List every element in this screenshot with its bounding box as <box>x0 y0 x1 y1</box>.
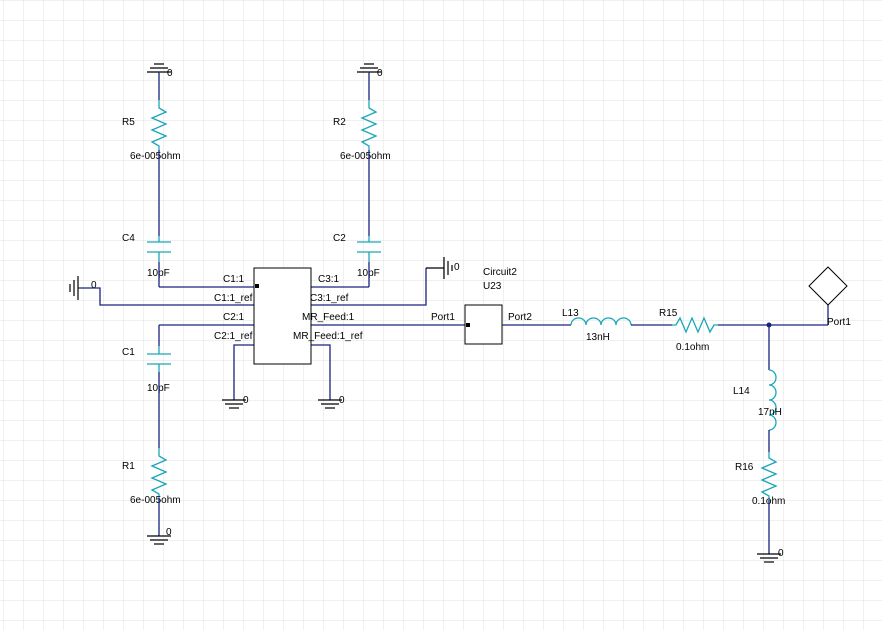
resistor-r5[interactable] <box>150 100 168 150</box>
r5-value: 6e-005ohm <box>130 151 181 162</box>
pin-c1-1: C1:1 <box>223 274 245 285</box>
port1-label: Port1 <box>827 317 851 328</box>
resistor-r15[interactable] <box>672 316 718 334</box>
pin-mr-feed-1: MR_Feed:1 <box>302 312 355 323</box>
circuit2-block[interactable] <box>464 304 503 345</box>
circuit2-ref: U23 <box>483 281 502 292</box>
c2-name: C2 <box>333 233 346 244</box>
pin-c2-1: C2:1 <box>223 312 245 323</box>
circuit2-name: Circuit2 <box>483 267 517 278</box>
circuit2-port-out: Port2 <box>508 312 532 323</box>
l14-name: L14 <box>733 386 750 397</box>
pin-c3-1: C3:1 <box>318 274 340 285</box>
r5-name: R5 <box>122 117 135 128</box>
r2-name: R2 <box>333 117 346 128</box>
r15-name: R15 <box>659 308 678 319</box>
capacitor-c2[interactable] <box>357 236 381 262</box>
c1-name: C1 <box>122 347 135 358</box>
ground-r1-label: 0 <box>166 527 172 538</box>
ground-top-right-label: 0 <box>454 262 460 273</box>
inductor-l14[interactable] <box>768 369 777 431</box>
resistor-r1[interactable] <box>150 448 168 498</box>
c4-name: C4 <box>122 233 135 244</box>
ground-r1[interactable] <box>147 535 171 545</box>
ground-block-right-label: 0 <box>339 395 345 406</box>
capacitor-c1[interactable] <box>147 346 171 372</box>
ground-r5-label: 0 <box>167 68 173 79</box>
main-block[interactable] <box>253 267 312 365</box>
pin-mr-feed-1-ref: MR_Feed:1_ref <box>293 331 363 342</box>
r1-name: R1 <box>122 461 135 472</box>
pin-c3-1-ref: C3:1_ref <box>310 293 349 304</box>
r1-value: 6e-005ohm <box>130 495 181 506</box>
l13-value: 13nH <box>586 332 610 343</box>
r2-value: 6e-005ohm <box>340 151 391 162</box>
r15-value: 0.1ohm <box>676 342 709 353</box>
ground-block-right[interactable] <box>318 399 342 409</box>
pin-c1-1-ref: C1:1_ref <box>214 293 253 304</box>
ground-r16-label: 0 <box>778 548 784 559</box>
ground-block-left-label: 0 <box>243 395 249 406</box>
pin-c2-1-ref: C2:1_ref <box>214 331 253 342</box>
inductor-l13[interactable] <box>570 317 632 326</box>
l13-name: L13 <box>562 308 579 319</box>
capacitor-c4[interactable] <box>147 236 171 262</box>
circuit2-port-in: Port1 <box>431 312 455 323</box>
ground-r2-label: 0 <box>377 68 383 79</box>
resistor-r2[interactable] <box>360 100 378 150</box>
ground-left-label: 0 <box>91 280 97 291</box>
port-diamond-icon[interactable] <box>808 266 848 306</box>
ground-r16[interactable] <box>757 553 781 563</box>
l14-value: 17nH <box>758 407 782 418</box>
resistor-r16[interactable] <box>760 452 778 500</box>
ground-top-right[interactable] <box>426 257 453 279</box>
r16-name: R16 <box>735 462 754 473</box>
ground-block-left[interactable] <box>222 399 246 409</box>
